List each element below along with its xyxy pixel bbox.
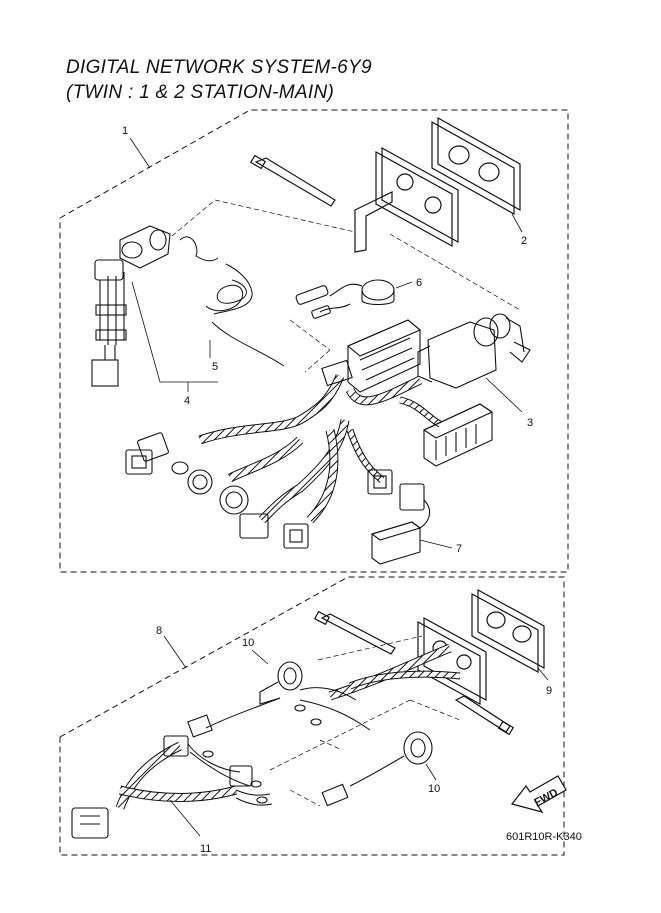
jack-10a [259, 661, 303, 705]
callout-10b: 10 [425, 763, 440, 795]
cover-plate-9 [471, 588, 545, 674]
callout-10a: 10 [242, 637, 269, 665]
callout-3: 3 [485, 377, 533, 429]
diagram-title-line1: DIGITAL NETWORK SYSTEM-6Y9 [66, 57, 372, 78]
cable-tie-lower-2 [454, 695, 515, 736]
callout-7: 7 [419, 539, 462, 555]
lanyard-5 [179, 236, 285, 367]
emergency-switch-4 [91, 225, 171, 387]
cable-tie-upper [249, 154, 336, 207]
svg-text:7: 7 [456, 543, 462, 555]
buzzer-6 [295, 279, 395, 319]
connector-left-group [125, 432, 431, 549]
svg-text:1: 1 [122, 125, 128, 137]
callout-1: 1 [122, 125, 151, 169]
callout-2: 2 [511, 213, 527, 247]
svg-text:4: 4 [184, 395, 190, 407]
callout-5: 5 [209, 340, 218, 373]
junction-connector [321, 319, 422, 393]
fwd-arrow-icon: FWD [510, 775, 567, 813]
wire-harness-lower [115, 643, 461, 810]
svg-text:8: 8 [156, 625, 162, 637]
callout-11: 11 [169, 799, 211, 855]
main-switch-3 [417, 313, 531, 389]
panel-bracket [354, 146, 459, 253]
callout-4: 4 [131, 281, 218, 407]
svg-text:10: 10 [242, 637, 254, 649]
leader-dashes-lower [269, 635, 461, 807]
svg-text:11: 11 [200, 843, 211, 855]
callout-8: 8 [156, 625, 187, 669]
diagram-title-line2: (TWIN : 1 & 2 STATION-MAIN) [66, 82, 335, 103]
leader-dashes-upper [171, 199, 521, 373]
svg-text:10: 10 [428, 783, 440, 795]
wire-harness-main [198, 374, 442, 524]
callout-9: 9 [537, 667, 552, 697]
svg-text:6: 6 [416, 277, 422, 289]
lower-wires [187, 687, 371, 806]
jack-10b [321, 731, 433, 807]
module-7 [370, 521, 422, 565]
diagram-code: 601R10R-K340 [506, 831, 582, 843]
callout-6: 6 [395, 277, 422, 289]
svg-text:9: 9 [546, 685, 552, 697]
group-8-outline [59, 576, 565, 856]
connector-lower-group [71, 704, 322, 839]
svg-text:2: 2 [521, 235, 527, 247]
cover-plate-2 [431, 116, 521, 216]
svg-text:5: 5 [212, 361, 218, 373]
cable-tie-lower-1 [314, 610, 396, 655]
group-1-outline [59, 109, 569, 573]
multipin-connector [422, 403, 494, 467]
svg-text:3: 3 [527, 417, 533, 429]
